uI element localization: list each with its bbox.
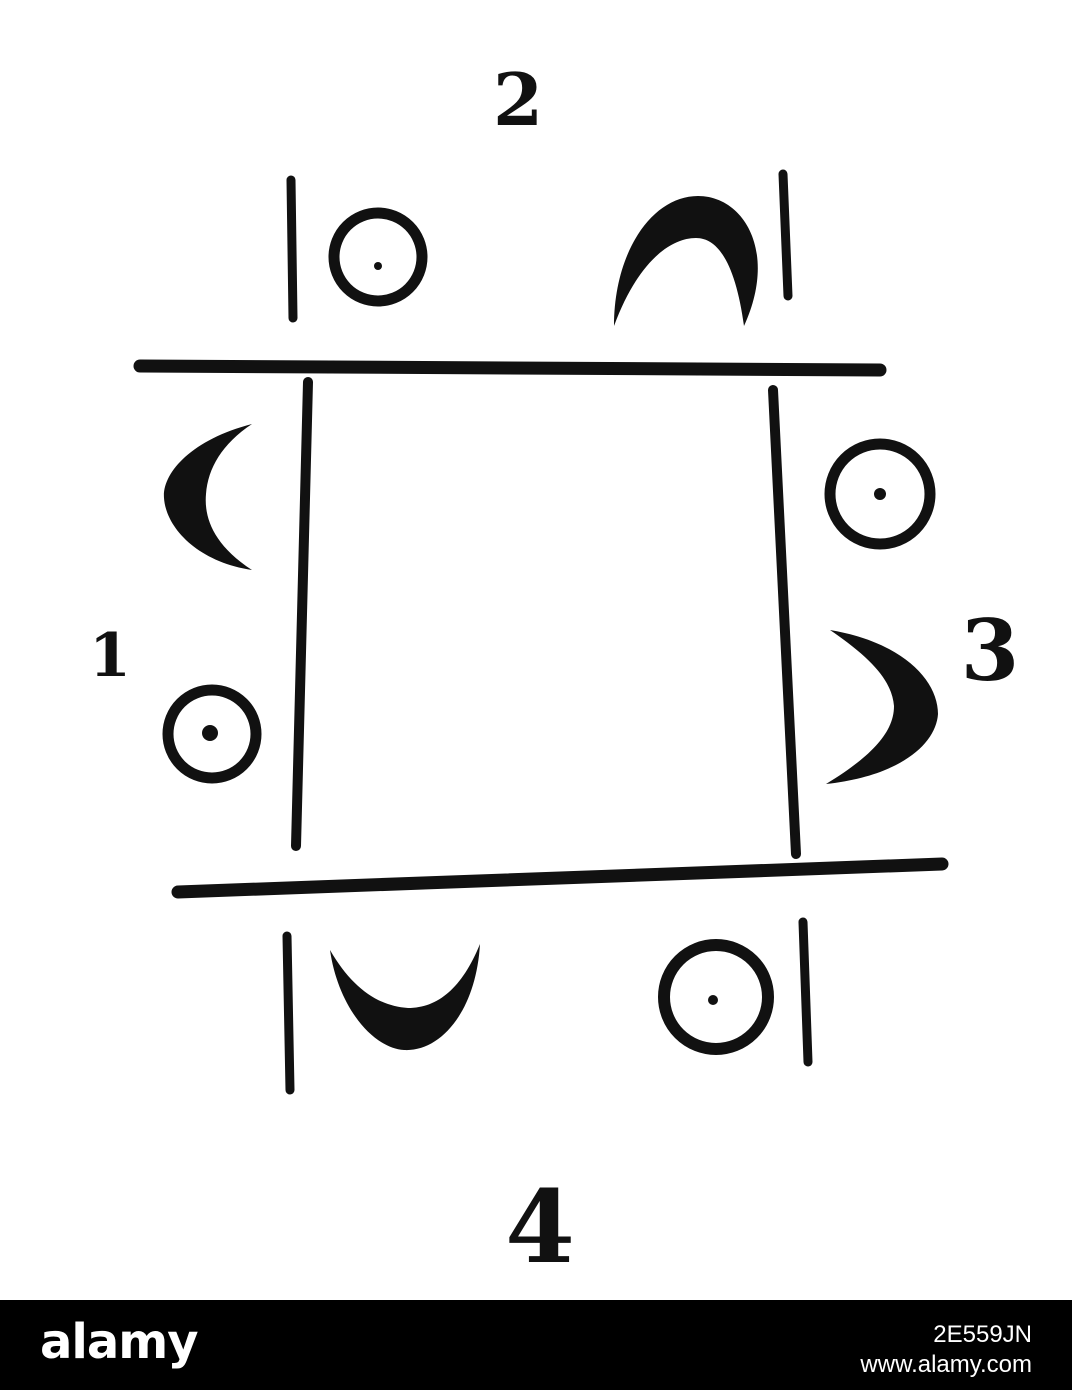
sun-icon xyxy=(162,684,262,784)
label-bottom: 4 xyxy=(505,1168,575,1286)
site-url: www.alamy.com xyxy=(860,1351,1032,1378)
diagram-canvas: 2 1 3 4 xyxy=(89,57,1020,1286)
crescent-moon-icon xyxy=(614,196,758,326)
label-left: 1 xyxy=(89,621,131,691)
brand-logo: alamy xyxy=(40,1314,199,1370)
sun-icon xyxy=(328,207,428,307)
crescent-moon-icon xyxy=(163,424,252,570)
left-vertical-line xyxy=(291,377,313,851)
top-left-tick xyxy=(286,175,298,323)
bottom-left-tick xyxy=(282,931,295,1095)
phases-diagram: 2 1 3 4 xyxy=(89,57,1019,1286)
bottom-right-tick xyxy=(798,917,813,1067)
crescent-moon-icon xyxy=(826,630,938,784)
top-horizontal-line xyxy=(133,359,887,377)
label-right: 3 xyxy=(961,601,1019,700)
right-vertical-line xyxy=(768,385,801,859)
top-right-tick xyxy=(778,169,793,301)
image-id: 2E559JN xyxy=(933,1321,1032,1348)
label-top: 2 xyxy=(493,57,543,142)
sun-icon xyxy=(824,438,936,550)
bottom-horizontal-line xyxy=(171,857,949,899)
watermark-bar: alamy 2E559JN www.alamy.com xyxy=(0,1300,1072,1390)
sun-icon xyxy=(658,939,774,1055)
crescent-moon-icon xyxy=(330,944,480,1051)
